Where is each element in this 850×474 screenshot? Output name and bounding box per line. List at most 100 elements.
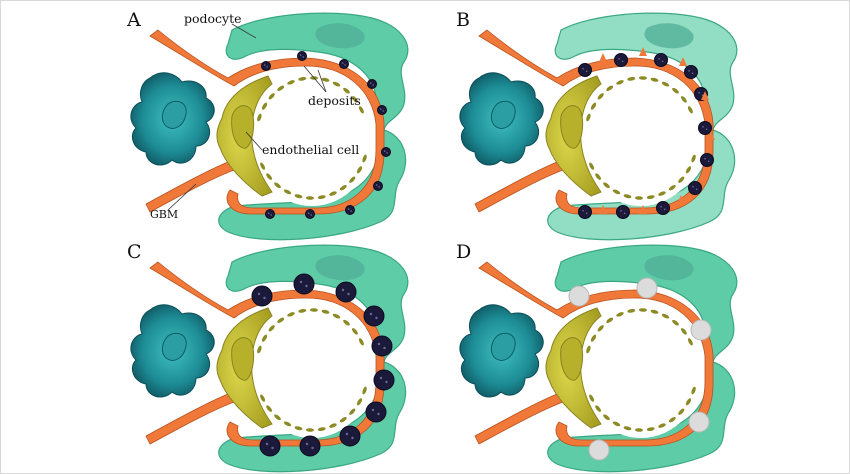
deposit-highlight	[350, 210, 352, 212]
gbm-membrane-lower	[475, 394, 563, 444]
immune-deposit	[374, 182, 383, 191]
capillary-lumen	[579, 70, 703, 206]
deposit-highlight	[582, 68, 584, 70]
deposit-highlight	[692, 73, 694, 75]
panel-b	[460, 13, 737, 240]
deposit-highlight	[662, 61, 664, 63]
immune-deposit	[617, 206, 630, 219]
deposit-highlight	[706, 129, 708, 131]
deposit-highlight	[586, 71, 588, 73]
deposit-highlight	[582, 210, 584, 212]
gbm-membrane-lower	[146, 162, 234, 212]
deposit-highlight	[305, 285, 307, 287]
immune-deposit	[300, 436, 320, 456]
deposit-highlight	[624, 213, 626, 215]
panel-label-b: B	[456, 9, 470, 31]
label-endothelial-cell: endothelial cell	[262, 142, 359, 157]
immune-deposit	[266, 210, 275, 219]
deposit-highlight	[370, 82, 372, 84]
immune-deposit	[340, 60, 349, 69]
deposit-highlight	[342, 62, 344, 64]
deposit-highlight	[385, 381, 387, 383]
deposit-highlight	[702, 126, 704, 128]
deposit-highlight	[370, 313, 372, 315]
deposit-highlight	[620, 210, 622, 212]
deposit-highlight	[300, 54, 302, 56]
deposit-highlight	[708, 161, 710, 163]
label-deposits: deposits	[308, 93, 361, 108]
immune-deposit	[637, 278, 657, 298]
deposit-highlight	[692, 186, 694, 188]
deposit-highlight	[664, 209, 666, 211]
deposit-highlight	[660, 206, 662, 208]
deposit-highlight	[384, 150, 386, 152]
deposit-highlight	[704, 158, 706, 160]
immune-deposit	[366, 402, 386, 422]
immune-deposit	[589, 440, 609, 460]
deposit-highlight	[264, 64, 266, 66]
immune-deposit	[615, 54, 628, 67]
immune-deposit	[298, 52, 307, 61]
immune-deposit	[364, 306, 384, 326]
immune-deposit	[701, 154, 714, 167]
immune-deposit	[306, 210, 315, 219]
deposit-highlight	[346, 433, 348, 435]
deposit-highlight	[311, 447, 313, 449]
capillary-lumen	[250, 70, 374, 206]
panel-c	[131, 245, 408, 472]
immune-deposit	[374, 370, 394, 390]
deposit-highlight	[658, 58, 660, 60]
deposit-highlight	[347, 293, 349, 295]
deposit-highlight	[308, 212, 310, 214]
deposit-highlight	[380, 108, 382, 110]
deposit-highlight	[300, 281, 302, 283]
panel-d	[460, 245, 737, 472]
immune-deposit	[699, 122, 712, 135]
immune-deposit	[579, 64, 592, 77]
deposit-highlight	[376, 184, 378, 186]
deposit-highlight	[698, 92, 700, 94]
deposit-highlight	[378, 186, 380, 188]
deposit-highlight	[372, 84, 374, 86]
deposit-highlight	[380, 377, 382, 379]
deposit-highlight	[306, 443, 308, 445]
immune-deposit	[382, 148, 391, 157]
deposit-highlight	[310, 214, 312, 216]
immune-deposit	[689, 412, 709, 432]
deposit-highlight	[382, 110, 384, 112]
capillary-lumen	[579, 302, 703, 438]
immune-deposit	[368, 80, 377, 89]
label-podocyte: podocyte	[184, 11, 242, 26]
gbm-spike	[599, 53, 607, 62]
deposit-highlight	[266, 66, 268, 68]
deposit-highlight	[622, 61, 624, 63]
immune-deposit	[579, 206, 592, 219]
deposit-highlight	[696, 189, 698, 191]
label-gbm: GBM	[150, 208, 178, 221]
deposit-highlight	[342, 289, 344, 291]
panel-label-d: D	[456, 241, 471, 263]
deposit-highlight	[263, 297, 265, 299]
deposit-highlight	[344, 64, 346, 66]
immune-deposit	[346, 206, 355, 215]
deposit-highlight	[270, 214, 272, 216]
deposit-highlight	[302, 56, 304, 58]
immune-deposit	[569, 286, 589, 306]
immune-deposit	[294, 274, 314, 294]
immune-deposit	[252, 286, 272, 306]
immune-deposit	[378, 106, 387, 115]
immune-deposit	[691, 320, 711, 340]
immune-deposit	[685, 66, 698, 79]
panel-label-a: A	[127, 9, 141, 31]
deposit-highlight	[266, 443, 268, 445]
panel-label-c: C	[127, 241, 142, 263]
immune-deposit	[262, 62, 271, 71]
deposit-highlight	[372, 409, 374, 411]
deposit-highlight	[586, 213, 588, 215]
capillary-lumen	[250, 302, 374, 438]
gbm-membrane-lower	[475, 162, 563, 212]
immune-deposit	[689, 182, 702, 195]
deposit-highlight	[271, 447, 273, 449]
deposit-highlight	[383, 347, 385, 349]
